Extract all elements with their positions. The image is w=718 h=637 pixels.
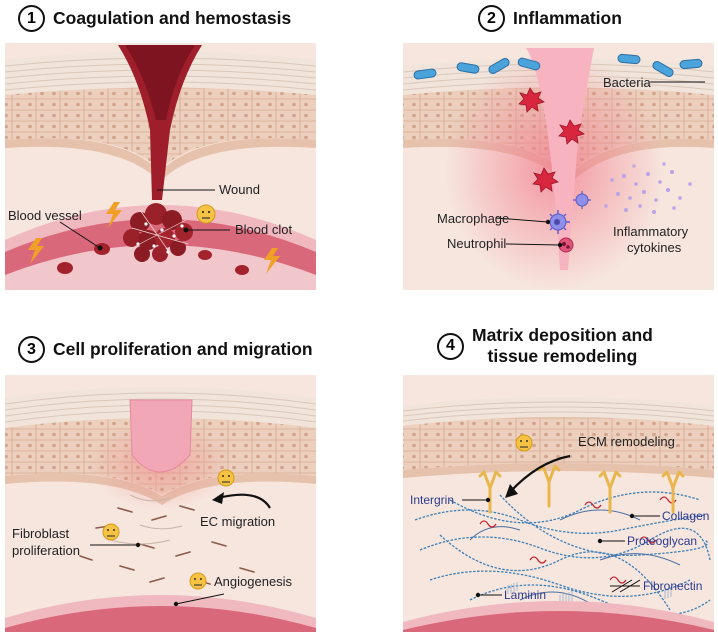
- bacteria-icon: [517, 57, 541, 71]
- lightning-icon: [28, 238, 44, 264]
- step-2-header: 2 Inflammation: [478, 5, 622, 32]
- red-blood-cell: [198, 250, 212, 260]
- blood-clot: [123, 203, 193, 262]
- label-cytokines-line1: Inflammatory: [613, 224, 689, 239]
- macrophage-icon: [546, 210, 570, 234]
- step-1-header: 1 Coagulation and hemostasis: [18, 5, 291, 32]
- fibroblast-cell: [117, 507, 133, 513]
- fibroblast-cell: [149, 577, 165, 583]
- emoji-worried-icon: [196, 204, 216, 224]
- fibroblast-cell: [139, 543, 155, 549]
- label-bacteria: Bacteria: [603, 75, 651, 90]
- label-ec-migration: EC migration: [200, 514, 275, 529]
- red-blood-cell: [235, 265, 249, 275]
- emoji-worried-icon: [189, 572, 207, 590]
- red-blood-cell: [57, 262, 73, 274]
- macrophage-icon: [573, 191, 591, 209]
- signal-burst-icon: [558, 119, 585, 145]
- step-2-title: Inflammation: [513, 8, 622, 28]
- step-4-number: 4: [437, 332, 464, 360]
- label-macrophage: Macrophage: [437, 211, 509, 226]
- blood-vessel-leader: [59, 221, 101, 249]
- signal-burst-icon: [518, 87, 545, 113]
- step-3-title: Cell proliferation and migration: [53, 339, 313, 359]
- step-4-title-line1: Matrix deposition and: [472, 325, 653, 345]
- signal-burst-icon: [532, 167, 559, 193]
- leader-dot: [545, 219, 551, 225]
- ec-migration-arrow: [217, 493, 271, 509]
- label-blood-clot: Blood clot: [235, 222, 292, 237]
- leader-dot: [97, 245, 103, 251]
- step-3-header: 3 Cell proliferation and migration: [18, 336, 313, 363]
- emoji-worried-icon: [515, 434, 533, 452]
- leader-dot: [475, 592, 481, 598]
- neutrophil-leader: [505, 243, 561, 246]
- bacteria-icon: [617, 53, 641, 65]
- step-4-title-line2: tissue remodeling: [487, 346, 638, 366]
- label-fibronectin: Fibronectin: [643, 579, 702, 593]
- integrin-icon: [661, 470, 685, 514]
- angiogenesis-leader: [175, 593, 225, 605]
- panel-4-illustration: [403, 375, 714, 632]
- label-neutrophil: Neutrophil: [447, 236, 506, 251]
- leader-dot: [597, 538, 603, 544]
- bacteria-icon: [413, 68, 437, 80]
- lightning-icon: [264, 248, 280, 274]
- fibroblast-cell: [119, 565, 135, 571]
- step-4-header: 4 Matrix deposition and tissue remodelin…: [437, 325, 653, 367]
- step-1-number: 1: [18, 5, 45, 32]
- emoji-worried-icon: [217, 469, 235, 487]
- label-fibroblast-line1: Fibroblast: [12, 526, 69, 541]
- leader-dot: [135, 542, 141, 548]
- integrin-icon: [598, 470, 622, 514]
- cytokine-dots: [604, 162, 692, 214]
- label-angiogenesis: Angiogenesis: [214, 574, 293, 589]
- label-cytokines-line2: cytokines: [627, 240, 682, 255]
- step-3-number: 3: [18, 336, 45, 363]
- leader-dot: [183, 227, 189, 233]
- fibroblast-cell: [179, 505, 195, 511]
- label-intergrin: Intergrin: [410, 493, 454, 507]
- macrophage-leader: [495, 217, 549, 223]
- panel-1-illustration: [5, 43, 316, 290]
- bacteria-icon: [652, 61, 674, 77]
- bacteria-icon: [679, 58, 703, 70]
- ecm-fibers: [414, 491, 711, 616]
- leader-dot: [485, 497, 491, 503]
- arrowhead: [505, 484, 518, 498]
- integrin-icon: [537, 464, 561, 508]
- step-1-title: Coagulation and hemostasis: [53, 8, 292, 28]
- label-wound: Wound: [219, 182, 260, 197]
- fibronectin-marker: [619, 579, 641, 593]
- proteoglycan-brushes: [507, 582, 672, 605]
- fibroblast-cell: [175, 551, 191, 557]
- arrowhead: [212, 492, 224, 504]
- leader-dot: [173, 601, 179, 607]
- fibroblast-cell: [211, 541, 227, 547]
- label-collagen: Collagen: [662, 509, 709, 523]
- panel-2-illustration: [403, 43, 714, 290]
- label-ecm-remodeling: ECM remodeling: [578, 434, 675, 449]
- fibronectin-marker: [611, 579, 633, 593]
- fibroblast-cell: [151, 515, 167, 521]
- step-2-number: 2: [478, 5, 505, 32]
- leader-dot: [557, 242, 563, 248]
- ecm-remodeling-arrow: [509, 454, 571, 493]
- fibroblast-cell: [239, 567, 255, 573]
- fibroblast-cell: [79, 555, 93, 561]
- leader-dot: [629, 513, 635, 519]
- step-4-title: Matrix deposition and tissue remodeling: [472, 325, 653, 367]
- label-proteoglycan: Proteoglycan: [627, 534, 697, 548]
- emoji-worried-icon: [102, 523, 120, 541]
- label-fibroblast-line2: proliferation: [12, 543, 80, 558]
- bacteria-icon: [456, 62, 480, 74]
- panel-3-illustration: [5, 375, 316, 632]
- label-blood-vessel: Blood vessel: [8, 208, 82, 223]
- lightning-icon: [106, 202, 122, 228]
- bacteria-icon: [488, 58, 510, 75]
- label-laminin: Laminin: [504, 588, 546, 602]
